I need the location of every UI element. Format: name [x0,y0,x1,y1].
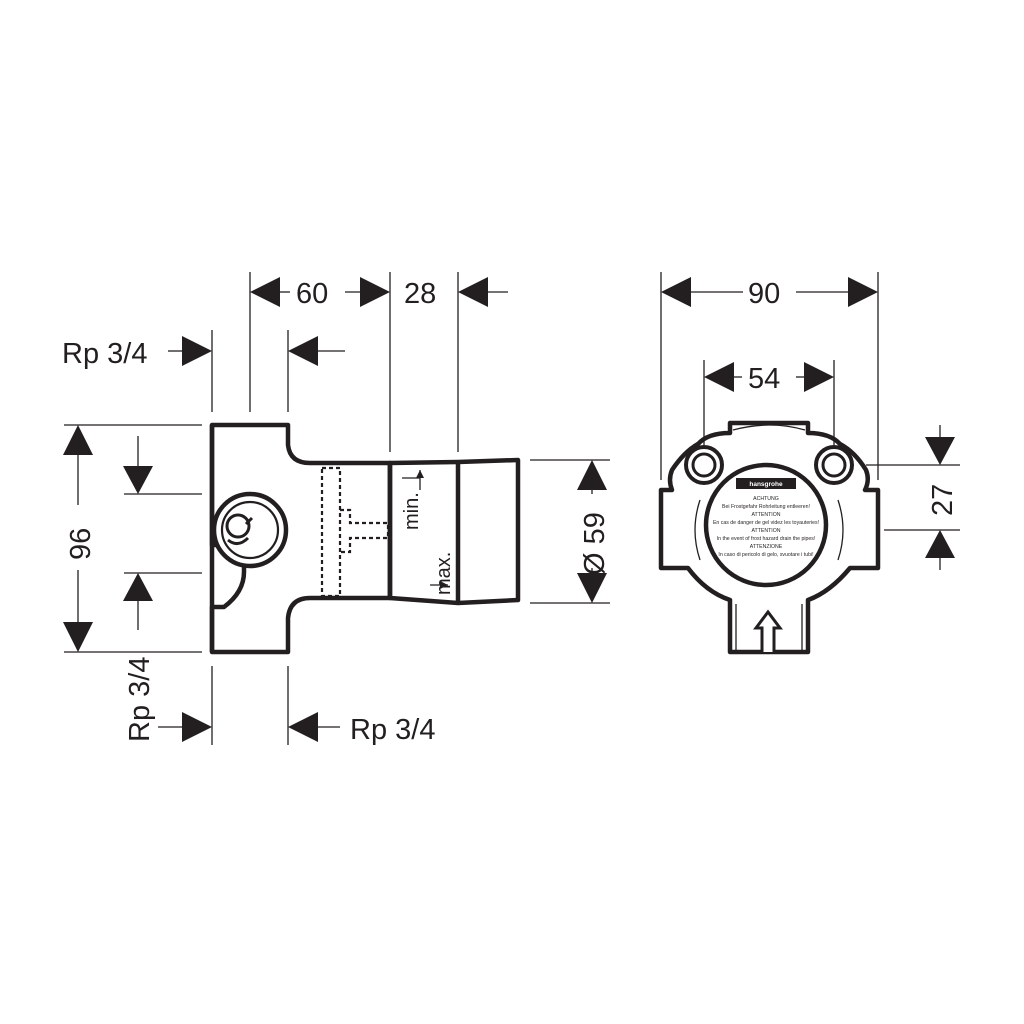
dim-90-arrow-left [661,277,691,307]
dim-60-arrow-left [250,277,280,307]
mount-hole-left-inner [691,452,717,478]
dim-54-arrow-right [804,362,834,392]
inlet-bottom-label: Rp 3/4 [350,714,435,746]
side-view: min. max. 60 28 Rp 3/4 [62,272,611,746]
brand-bar [736,478,796,489]
dim-60-arrow-right [360,277,390,307]
inlet-bottom-arrow-right [182,712,212,742]
inlet-bottom-arrow-left [288,712,318,742]
flow-direction-arrow-icon [753,609,783,652]
label-line-5: ATTENTION [751,528,780,534]
dim-59-arrow-bottom [577,573,607,603]
dim-27-arrow-bottom [925,530,955,558]
dim-90-arrow-right [848,277,878,307]
mount-hole-right-inner [821,452,847,478]
dim-27-label: 27 [927,484,959,516]
inlet-top-arrow-right [182,336,212,366]
min-label: min. [401,492,423,530]
front-body-inner [694,424,844,650]
max-label: max. [433,552,455,595]
dim-27-arrow-top [925,437,955,465]
dim-54-arrow-left [704,362,734,392]
label-line-8: In caso di pericolo di gelo, svuotare i … [718,552,813,558]
inlet-side-label: Rp 3/4 [124,657,156,742]
label-line-6: In the event of frost hazard drain the p… [717,536,816,542]
dim-59-arrow-top [577,460,607,490]
label-line-3: ATTENTION [751,512,780,518]
side-inlet-arrow-down [123,466,153,494]
dim-28-arrow [458,277,488,307]
side-inlet-arrow-up [123,573,153,601]
front-view: hansgrohe ACHTUNG Bei Frostgefahr Rohrle… [658,272,960,655]
side-inlet-nut [225,513,251,539]
dim-60-label: 60 [296,278,328,310]
valve-body-outline [209,422,393,655]
dim-96-arrow-top [63,425,93,455]
dim-28-label: 28 [404,278,436,310]
brand-text: hansgrohe [749,481,783,488]
dim-90-label: 90 [748,278,780,310]
dim-96-label: 96 [65,528,97,560]
label-line-7: ATTENZIONE [750,544,783,550]
label-line-4: En cas de danger de gel videz les toyaut… [713,520,819,526]
inlet-top-arrow-left [288,336,318,366]
dim-59-label: Ø 59 [579,512,611,575]
label-line-1: ACHTUNG [753,496,779,502]
dim-96-arrow-bottom [63,622,93,652]
inlet-top-label: Rp 3/4 [62,338,147,370]
warning-label-disc [703,462,829,588]
internal-dashed-housing [320,466,342,598]
dim-54-label: 54 [748,363,780,395]
label-line-2: Bei Frostgefahr Rohrleitung entleeren! [722,504,810,510]
